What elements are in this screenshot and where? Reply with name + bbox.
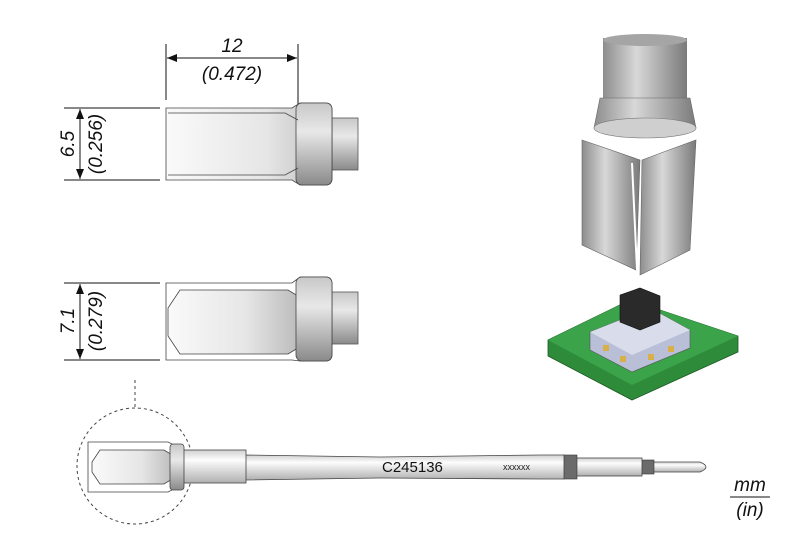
units-legend: mm (in): [730, 475, 770, 521]
tip-3d-illustration: [581, 34, 697, 276]
length-mm-label: 12: [221, 36, 243, 57]
pcb-component-illustration: [547, 287, 739, 401]
length-in-label: (0.472): [202, 64, 262, 85]
serial-placeholder-label: xxxxxx: [503, 462, 531, 472]
part-number-label: C245136: [382, 459, 443, 476]
width-dimension-1: 6.5 (0.256): [58, 107, 160, 181]
width2-in-label: (0.279): [86, 291, 107, 351]
unit-in-label: (in): [736, 500, 763, 521]
width-dimension-2: 7.1 (0.279): [58, 282, 160, 361]
length-dimension: 12 (0.472): [165, 36, 299, 108]
width2-mm-label: 7.1: [58, 308, 79, 334]
width1-in-label: (0.256): [86, 114, 107, 174]
full-tool-view: C245136 xxxxxx: [87, 441, 707, 493]
unit-mm-label: mm: [734, 475, 766, 496]
tip-side-view-1: [165, 102, 359, 186]
width1-mm-label: 6.5: [58, 130, 79, 157]
tip-side-view-2: [165, 276, 359, 362]
